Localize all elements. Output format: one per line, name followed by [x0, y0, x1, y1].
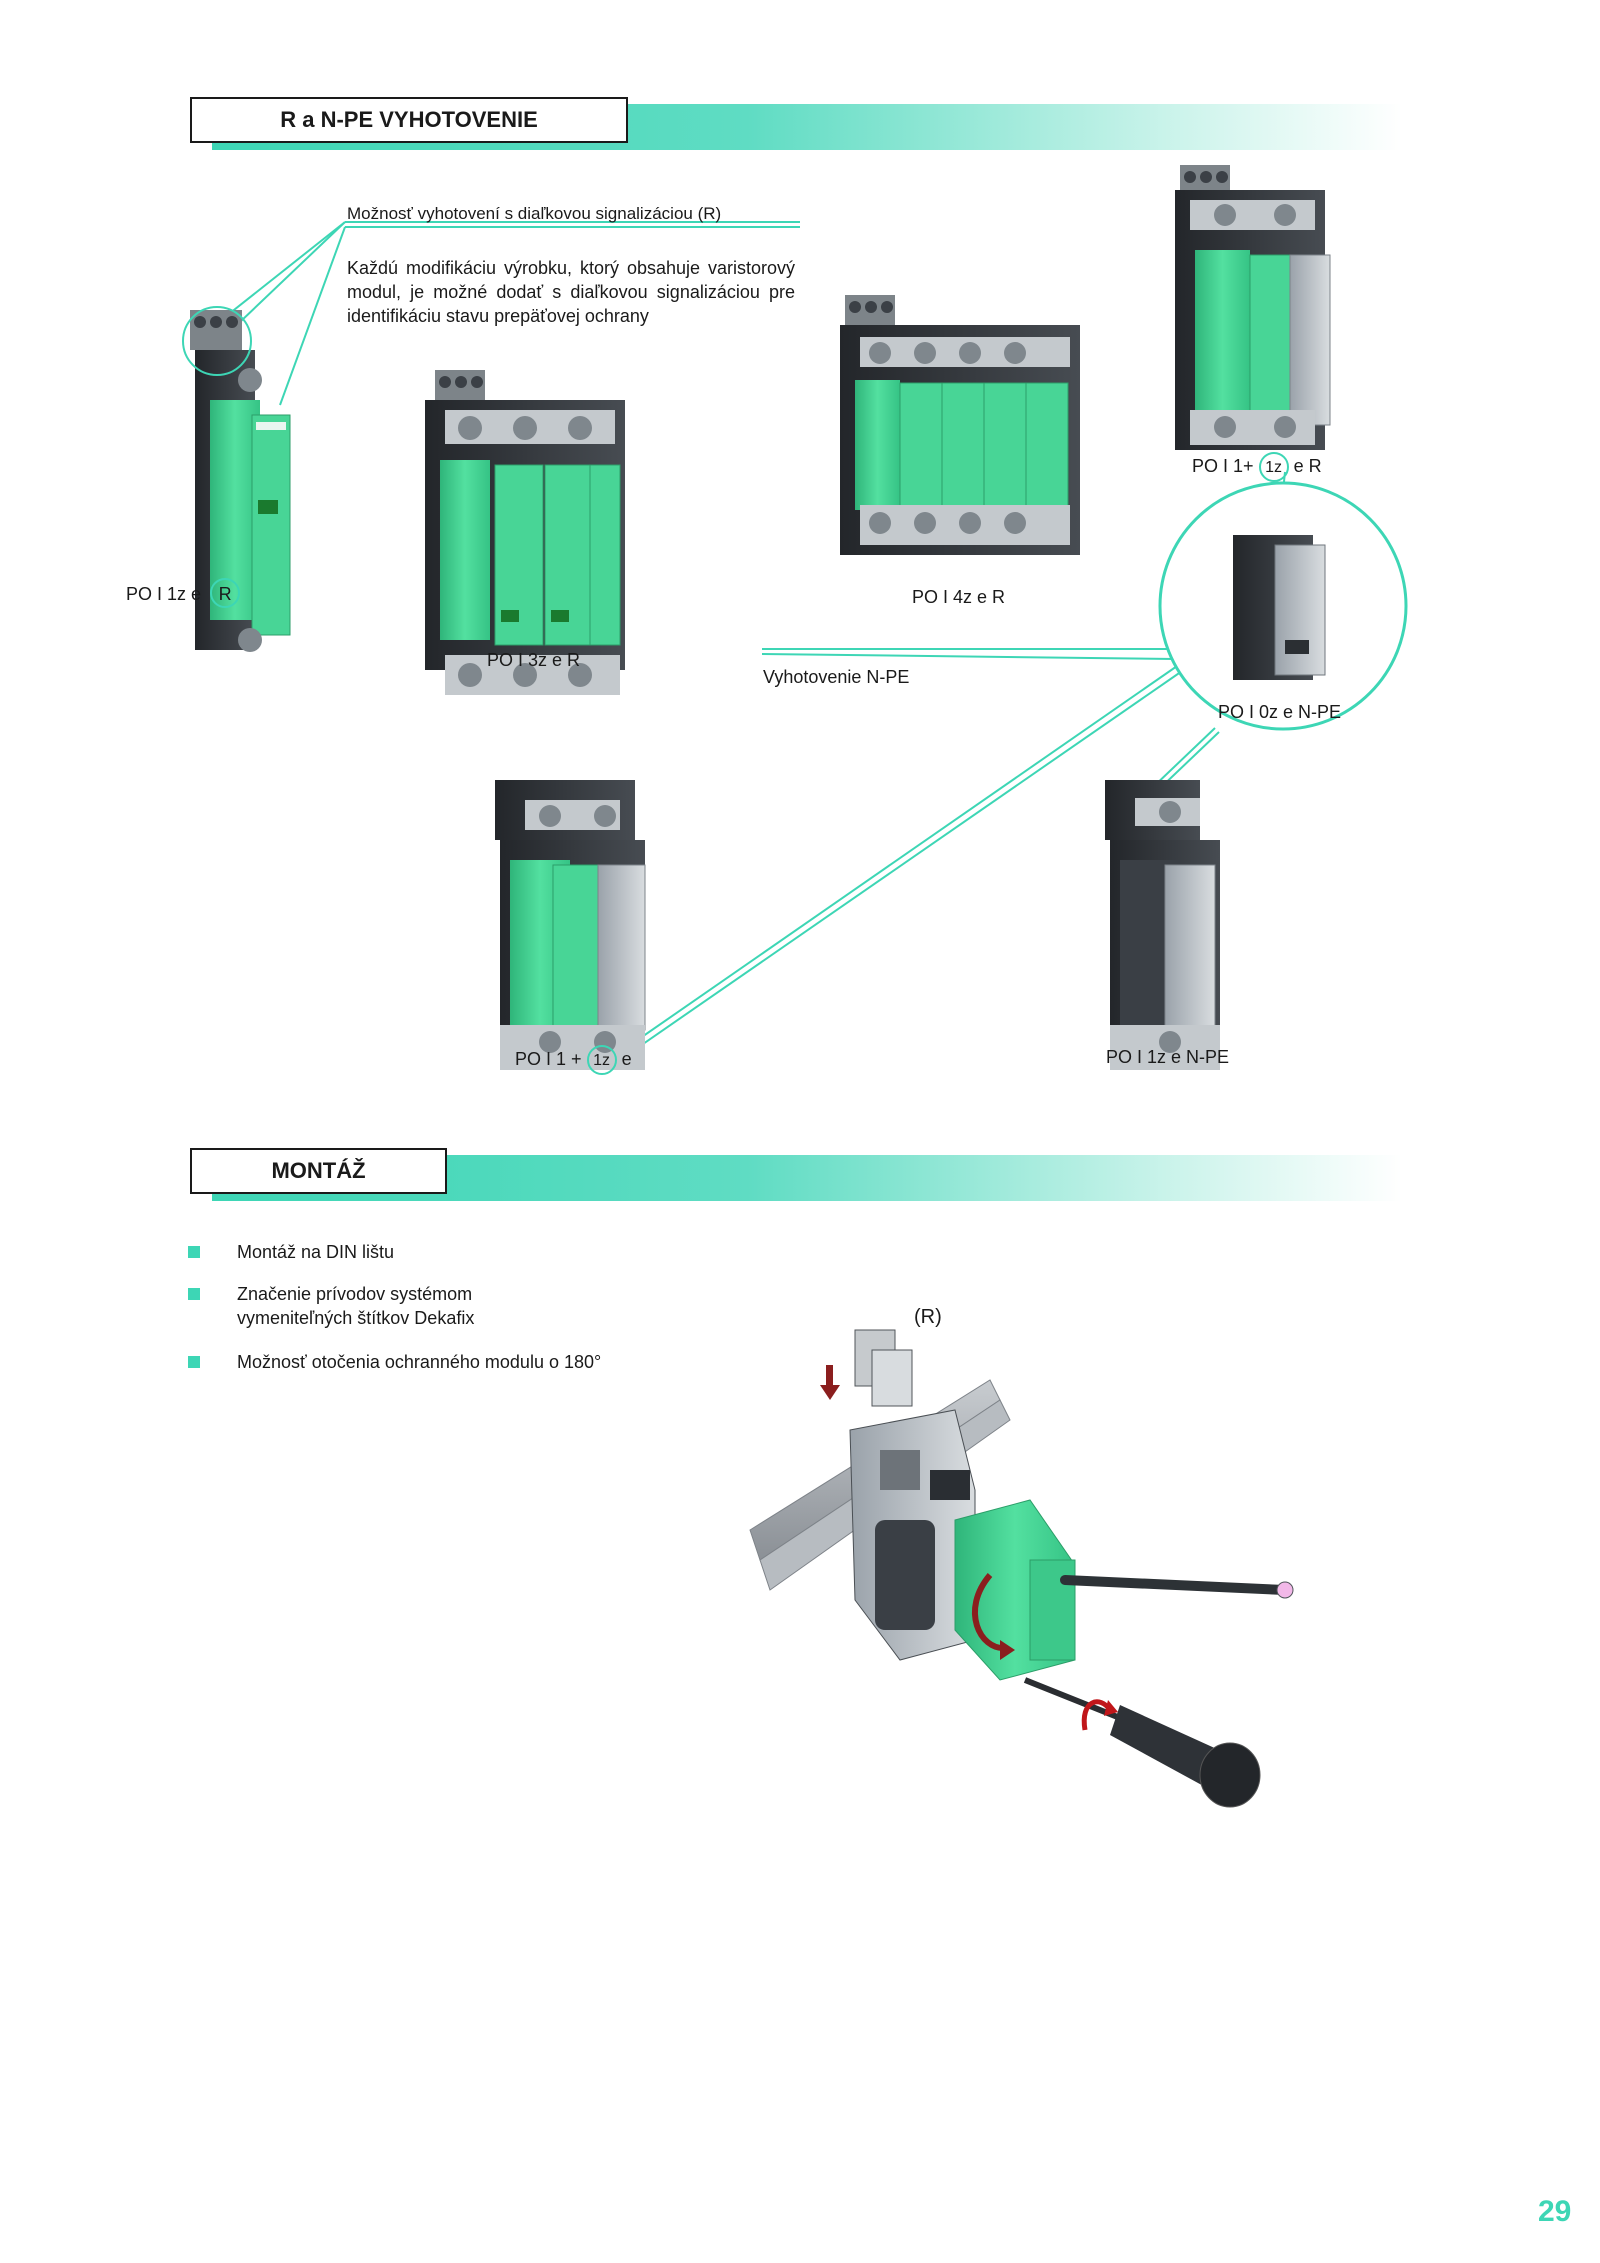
label-suffix: e R [1293, 456, 1322, 476]
bullet-text: Montáž na DIN lištu [237, 1242, 395, 1262]
bullet-marker [188, 1246, 200, 1258]
bullet-text: Možnosť otočenia ochranného modulu o 180… [237, 1352, 602, 1372]
device-po-i-1-1z-e [495, 780, 646, 1070]
label-po-i-0z-e-npe: PO I 0z e N-PE [1218, 702, 1342, 722]
label-po-i-1z-e-r: PO I 1z e R [126, 578, 286, 608]
bullet-marker [188, 1288, 200, 1300]
section-title: R a N-PE VYHOTOVENIE [190, 97, 628, 143]
label-mark-r: R [210, 578, 241, 608]
page-number: 29 [1538, 2195, 1572, 2228]
device-po-i-4z-e-r [840, 295, 1080, 555]
callout-lines [214, 221, 1286, 1054]
bullet-text: Značenie prívodov systémom vymeniteľných… [237, 1284, 475, 1328]
label-po-i-1-1z-e-r: PO I 1+ 1z e R [1192, 452, 1352, 482]
label-po-i-1-1z-e: PO I 1 + 1z e [515, 1045, 675, 1075]
figure-label: (R) [914, 1306, 942, 1328]
label-mark-1z: 1z [586, 1045, 617, 1075]
label-mark-1z: 1z [1258, 452, 1289, 482]
device-po-i-3z-e-r [425, 370, 625, 695]
device-po-i-1-1z-e-r [1175, 165, 1331, 450]
section-title: MONTÁŽ [190, 1148, 447, 1194]
label-prefix: PO I 1+ [1192, 456, 1254, 476]
label-prefix: PO I 1 + [515, 1049, 582, 1069]
device-po-i-0z-e-npe [1158, 481, 1408, 731]
callout-body: Každú modifikáciu výrobku, ktorý obsahuj… [347, 258, 795, 326]
highlight-circle-terminal [182, 306, 252, 376]
label-po-i-3z-e-r: PO I 3z e R [487, 650, 581, 670]
bullet-marker [188, 1356, 200, 1368]
label-po-i-1z-e-npe: PO I 1z e N-PE [1106, 1047, 1230, 1067]
callout-heading: Možnosť vyhotovení s diaľkovou signalizá… [347, 204, 722, 223]
label-suffix: e [621, 1049, 632, 1069]
device-po-i-1z-e-npe [1105, 780, 1220, 1070]
label-po-i-4z-e-r: PO I 4z e R [912, 587, 1006, 607]
label-vyhotovenie-npe: Vyhotovenie N-PE [763, 667, 910, 687]
label-prefix: PO I 1z e [126, 584, 202, 604]
mounting-illustration [749, 1329, 1294, 1808]
